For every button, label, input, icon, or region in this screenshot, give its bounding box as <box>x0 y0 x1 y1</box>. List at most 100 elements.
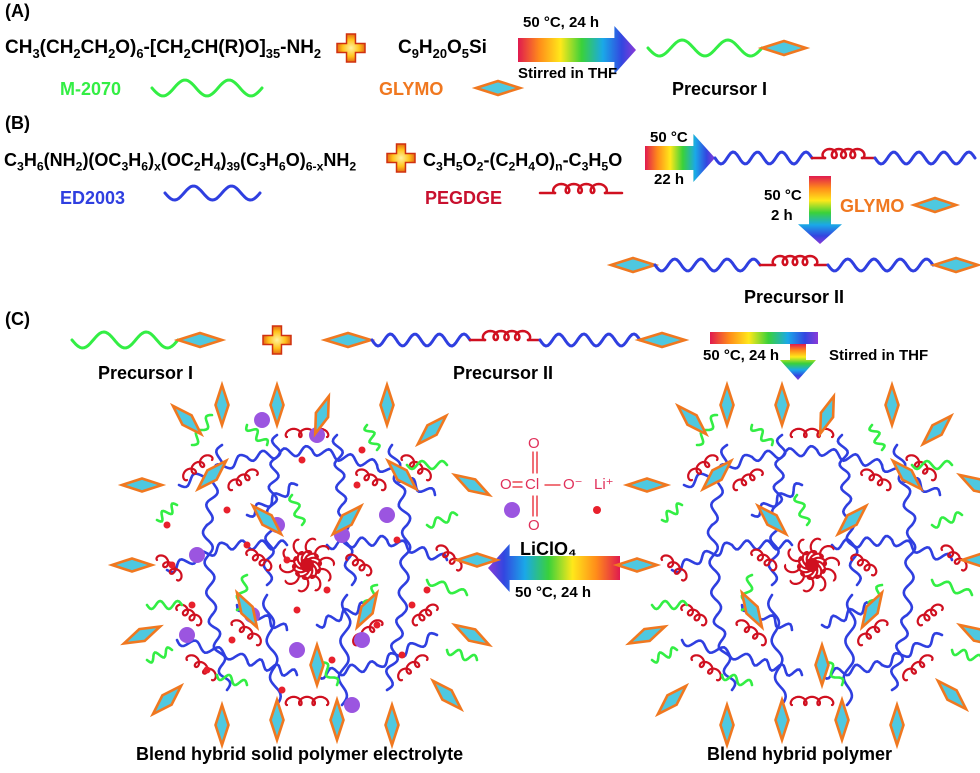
electrolyte-green-chain <box>425 578 469 597</box>
plus-icon-c <box>262 325 292 355</box>
hybrid-polymer-peg-segment <box>916 603 944 627</box>
hybrid-polymer-blue-chain <box>880 631 944 669</box>
precursor-ii-diamond-right <box>929 256 980 274</box>
ed2003-formula: C3H6(NH2)(OC3H6)x(OC2H4)39(C3H6O)6-xNH2 <box>4 150 357 174</box>
lithium-dot <box>278 686 286 694</box>
anion-dot <box>179 627 195 643</box>
hybrid-polymer-blue-chain <box>890 538 954 562</box>
hybrid-polymer-blue-chain <box>836 433 853 507</box>
lithium-dot <box>398 651 406 659</box>
hybrid-polymer-glymo-diamond <box>699 457 735 493</box>
lithium-dot <box>223 506 231 514</box>
electrolyte-network <box>145 412 479 713</box>
electrolyte-glymo-diamond <box>120 624 164 646</box>
pegdge-loops-icon <box>551 182 609 195</box>
lithium-dot <box>328 656 336 664</box>
hybrid-polymer-core-center <box>805 558 819 572</box>
intermediate-blue-left <box>713 150 814 166</box>
hybrid-polymer-green-chain <box>950 648 980 662</box>
electrolyte-glymo-diamond <box>451 472 493 498</box>
lithium-dot <box>323 586 331 594</box>
anion-dot <box>189 547 205 563</box>
electrolyte-blue-chain <box>375 631 439 669</box>
hybrid-polymer-peg-segment <box>857 619 889 647</box>
perchlorate-anion-legend <box>504 502 520 518</box>
electrolyte-peg-segment <box>230 619 262 647</box>
hybrid-polymer-glymo-diamond <box>622 477 672 493</box>
hybrid-polymer-blue-chain <box>766 593 788 707</box>
hybrid-polymer-glymo-diamond <box>957 552 980 568</box>
m2070-formula: CH3(CH2CH2O)6-[CH2CH(R)O]35-NH2 <box>5 37 322 61</box>
reaction-arrow-salt <box>488 544 620 592</box>
hybrid-polymer-glymo-diamond <box>754 502 790 538</box>
electrolyte-peg-segment <box>397 654 429 682</box>
precursor-i-label-c: Precursor I <box>98 363 194 383</box>
glymo-formula: C9H20O5Si <box>398 37 487 61</box>
pegdge-formula: C3H5O2-(C2H4O)n-C3H5O <box>423 150 623 174</box>
hybrid-polymer-green-chain <box>749 423 775 447</box>
hybrid-polymer-glymo-diamond <box>956 622 980 644</box>
hybrid-polymer-glymo-diamond <box>612 557 662 573</box>
m2070-name: M-2070 <box>60 79 122 99</box>
hybrid-polymer-blue-chain <box>815 447 884 468</box>
hybrid-polymer-blue-chain <box>892 443 917 527</box>
hybrid-polymer-green-chain <box>793 493 811 527</box>
hybrid-polymer-glymo-diamond <box>934 677 970 713</box>
lithium-dot <box>393 536 401 544</box>
precursor-i-diamond-c <box>173 331 227 349</box>
hybrid-polymer-blue-chain <box>842 593 857 707</box>
hybrid-polymer-glymo-diamond <box>834 695 850 745</box>
lithium-dot <box>373 621 381 629</box>
electrolyte-caption: Blend hybrid solid polymer electrolyte <box>136 744 464 764</box>
hybrid-polymer-glymo-diamond <box>889 700 905 750</box>
hybrid-polymer-peg-segment <box>850 553 878 577</box>
perchlorate-cl: Cl <box>525 476 540 493</box>
lithium-dot <box>188 601 196 609</box>
hybrid-polymer-glymo-diamond <box>956 472 980 494</box>
electrolyte-glymo-diamond <box>451 622 493 648</box>
reaction-arrow-a <box>518 26 636 74</box>
precursor-ii-label-b: Precursor II <box>744 287 845 307</box>
electrolyte-blue-chain <box>315 600 369 630</box>
hybrid-polymer-glymo-diamond <box>654 682 690 718</box>
precursor-ii-peg-c-loops <box>481 329 532 342</box>
glymo-diamond-icon-b <box>909 196 961 214</box>
hybrid-polymer-glymo-diamond <box>719 380 735 430</box>
electrolyte-blue-chain <box>175 638 249 662</box>
electrolyte-peg-segment <box>227 468 259 492</box>
lithium-dot <box>293 606 301 614</box>
electrolyte-glymo-diamond <box>452 552 502 568</box>
precursor-ii-blue-c-right <box>538 332 642 348</box>
precursor-i-diamond-a <box>757 39 811 57</box>
glymo-name-a: GLYMO <box>379 79 444 99</box>
hybrid-polymer-blue-chain <box>750 657 804 678</box>
ed2003-name: ED2003 <box>60 188 126 208</box>
hybrid-polymer-peg-segment <box>789 695 835 707</box>
lithium-dot <box>408 601 416 609</box>
lithium-ion-label: Li⁺ <box>594 476 614 493</box>
precursor-ii-blue-left <box>653 257 762 273</box>
electrolyte-green-chain <box>145 646 174 664</box>
electrolyte-green-chain <box>155 502 179 523</box>
anion-dot <box>289 642 305 658</box>
licl04-label: LiClO₄ <box>520 539 577 559</box>
lithium-dot <box>243 541 251 549</box>
perchlorate-o-bottom: O <box>528 517 540 534</box>
hybrid-polymer-glymo-diamond <box>919 412 955 448</box>
hybrid-polymer-glymo-diamond <box>674 402 710 438</box>
condition-a-top: 50 °C, 24 h <box>523 14 600 31</box>
hybrid-polymer-peg-segment <box>940 544 968 572</box>
lithium-ion-legend <box>593 506 601 514</box>
electrolyte-glymo-diamond <box>384 457 420 493</box>
electrolyte-glymo-diamond <box>414 412 450 448</box>
hybrid-polymer-peg-segment <box>690 654 722 682</box>
electrolyte-peg-segment <box>175 603 203 627</box>
electrolyte-blue-chain <box>310 447 379 468</box>
hybrid-polymer-peg-segment <box>732 468 764 492</box>
hybrid-polymer-peg-segment <box>687 454 719 482</box>
reaction-arrow-b2 <box>798 176 842 244</box>
electrolyte-peg-segment <box>345 553 373 577</box>
precursor-i-chain-a <box>646 38 764 58</box>
hybrid-polymer-blue-chain <box>820 600 874 630</box>
